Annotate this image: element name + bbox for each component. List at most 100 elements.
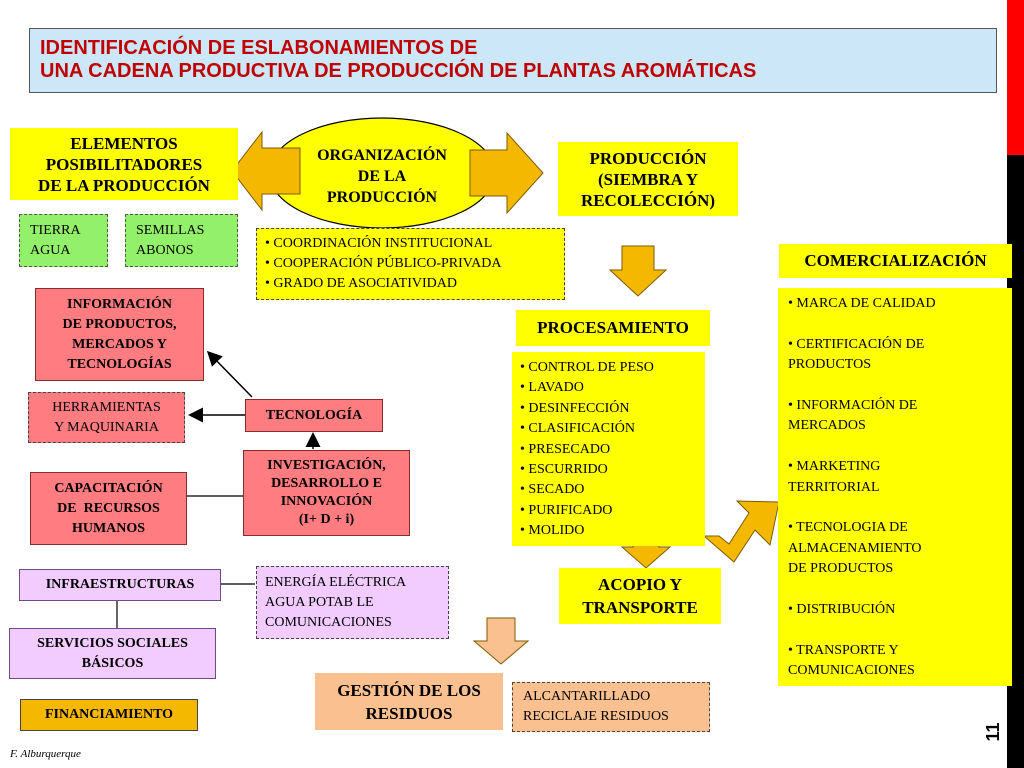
- gestion-line: GESTIÓN DE LOS: [337, 680, 481, 700]
- right-block-arrow: [469, 131, 544, 215]
- page-number: 11: [983, 722, 1003, 742]
- herramientas-line: Y MAQUINARIA: [54, 419, 159, 435]
- infraestructuras-box: INFRAESTRUCTURAS: [19, 569, 221, 601]
- procesos-item: • PRESECADO: [520, 441, 611, 457]
- procesos-item: • CLASIFICACIÓN: [520, 421, 635, 437]
- herramientas-line: HERRAMIENTAS: [52, 399, 161, 415]
- comercio-item: PRODUCTOS: [788, 357, 871, 373]
- servicios-line: BÁSICOS: [81, 655, 144, 671]
- alcantarillado-line: ALCANTARILLADO: [523, 689, 651, 704]
- tierra-box: TIERRA AGUA: [19, 214, 108, 267]
- infraestructuras-label: INFRAESTRUCTURAS: [45, 577, 195, 592]
- comercializacion-label: COMERCIALIZACIÓN: [804, 251, 987, 270]
- capacitacion-box: CAPACITACIÓN DE RECURSOS HUMANOS: [30, 472, 187, 545]
- procesamiento-label: PROCESAMIENTO: [537, 318, 689, 337]
- elementos-line: ELEMENTOS: [70, 133, 178, 153]
- coordinacion-item: • COORDINACIÓN INSTITUCIONAL: [265, 236, 493, 251]
- procesos-item: • CONTROL DE PESO: [520, 360, 654, 375]
- energia-box: ENERGÍA ELÉCTRICA AGUA POTAB LE COMUNICA…: [256, 566, 449, 639]
- informacion-box: INFORMACIÓN DE PRODUCTOS, MERCADOS Y TEC…: [35, 288, 204, 381]
- comercializacion-box: COMERCIALIZACIÓN: [779, 244, 1012, 278]
- coordinacion-box: • COORDINACIÓN INSTITUCIONAL • COOPERACI…: [256, 228, 565, 300]
- acopio-line: TRANSPORTE: [582, 598, 698, 617]
- organizacion-line: ORGANIZACIÓN: [317, 146, 447, 164]
- investigacion-box: INVESTIGACIÓN, DESARROLLO E INNOVACIÓN (…: [243, 450, 410, 536]
- alcantarillado-box: ALCANTARILLADO RECICLAJE RESIDUOS: [512, 682, 710, 732]
- comercio-item: [788, 314, 1012, 334]
- energia-line: COMUNICACIONES: [265, 615, 392, 630]
- organizacion-line: DE LA: [357, 167, 407, 185]
- financiamiento-box: FINANCIAMIENTO: [20, 699, 198, 731]
- comercio-item: [788, 498, 1012, 518]
- comercio-item: • MARCA DE CALIDAD: [788, 296, 936, 311]
- acopio-line: ACOPIO Y: [598, 575, 682, 594]
- investigacion-line: DESARROLLO E: [271, 476, 382, 491]
- produccion-line: (SIEMBRA Y: [598, 169, 698, 189]
- semillas-line: ABONOS: [136, 243, 194, 258]
- down-arrow-1: [608, 245, 668, 297]
- comercio-item: COMUNICACIONES: [788, 663, 915, 679]
- elementos-box: ELEMENTOS POSIBILITADORES DE LA PRODUCCI…: [10, 128, 238, 200]
- produccion-line: PRODUCCIÓN: [589, 148, 707, 168]
- energia-line: ENERGÍA ELÉCTRICA: [265, 575, 407, 590]
- investigacion-line: (I+ D + i): [298, 512, 355, 527]
- informacion-line: DE PRODUCTOS,: [62, 316, 177, 332]
- tierra-line: AGUA: [30, 243, 71, 258]
- title-line-1: IDENTIFICACIÓN DE ESLABONAMIENTOS DE: [40, 37, 478, 59]
- servicios-line: SERVICIOS SOCIALES: [37, 635, 188, 651]
- coordinacion-item: • GRADO DE ASOCIATIVIDAD: [265, 276, 457, 291]
- comercio-item: [788, 437, 1012, 457]
- acopio-box: ACOPIO Y TRANSPORTE: [559, 568, 721, 624]
- comercio-item: DE PRODUCTOS: [788, 561, 894, 577]
- procesos-item: • LAVADO: [520, 380, 584, 396]
- comercio-item: [788, 580, 1012, 600]
- semillas-box: SEMILLAS ABONOS: [125, 214, 238, 267]
- down-arrow-3: [472, 617, 530, 665]
- herramientas-box: HERRAMIENTAS Y MAQUINARIA: [28, 392, 185, 443]
- author-credit: F. Alburquerque: [10, 748, 81, 760]
- procesos-box: • CONTROL DE PESO • LAVADO • DESINFECCIÓ…: [512, 352, 705, 546]
- comercio-item: • CERTIFICACIÓN DE: [788, 336, 925, 352]
- procesos-item: • SECADO: [520, 482, 585, 498]
- organizacion-line: PRODUCCIÓN: [326, 188, 438, 206]
- procesos-item: • DESINFECCIÓN: [520, 400, 630, 416]
- comercio-item: • INFORMACIÓN DE: [788, 398, 918, 413]
- comercio-item: • MARKETING: [788, 459, 881, 475]
- comercio-item: • TECNOLOGIA DE: [788, 520, 908, 536]
- tierra-line: TIERRA: [30, 223, 81, 238]
- elementos-line: DE LA PRODUCCIÓN: [38, 175, 210, 195]
- procesos-item: • ESCURRIDO: [520, 462, 608, 478]
- capacitacion-line: HUMANOS: [71, 520, 146, 536]
- left-block-arrow: [231, 130, 301, 212]
- produccion-box: PRODUCCIÓN (SIEMBRA Y RECOLECCIÓN): [558, 142, 738, 216]
- semillas-line: SEMILLAS: [136, 223, 205, 238]
- comercio-item: [788, 620, 1012, 640]
- investigacion-line: INNOVACIÓN: [280, 494, 373, 509]
- gestion-line: RESIDUOS: [365, 703, 453, 723]
- procesamiento-box: PROCESAMIENTO: [516, 310, 710, 346]
- title-line-2: UNA CADENA PRODUCTIVA DE PRODUCCIÓN DE P…: [40, 60, 757, 82]
- coordinacion-item: • COOPERACIÓN PÚBLICO-PRIVADA: [265, 256, 502, 271]
- title-box: IDENTIFICACIÓN DE ESLABONAMIENTOS DE UNA…: [29, 28, 997, 93]
- procesos-item: • PURIFICADO: [520, 502, 613, 518]
- alcantarillado-line: RECICLAJE RESIDUOS: [523, 709, 669, 724]
- servicios-box: SERVICIOS SOCIALES BÁSICOS: [9, 628, 216, 679]
- comercio-item: ALMACENAMIENTO: [788, 540, 922, 556]
- comercio-item: [788, 376, 1012, 396]
- energia-line: AGUA POTAB LE: [265, 595, 374, 610]
- comercio-box: • MARCA DE CALIDAD • CERTIFICACIÓN DE PR…: [778, 288, 1012, 686]
- financiamiento-label: FINANCIAMIENTO: [44, 707, 174, 722]
- gestion-box: GESTIÓN DE LOS RESIDUOS: [315, 673, 503, 730]
- produccion-line: RECOLECCIÓN): [580, 190, 716, 210]
- procesos-item: • MOLIDO: [520, 523, 585, 539]
- diagonal-block-arrow: [702, 500, 780, 563]
- comercio-item: TERRITORIAL: [788, 479, 880, 495]
- comercio-item: MERCADOS: [788, 418, 866, 434]
- investigacion-line: INVESTIGACIÓN,: [267, 458, 386, 473]
- comercio-item: • DISTRIBUCIÓN: [788, 602, 896, 618]
- tecnologia-label: TECNOLOGÍA: [265, 407, 363, 423]
- tecnologia-box: TECNOLOGÍA: [245, 399, 383, 432]
- informacion-line: INFORMACIÓN: [67, 296, 172, 312]
- capacitacion-line: DE RECURSOS: [57, 500, 160, 516]
- comercio-item: • TRANSPORTE Y: [788, 642, 899, 658]
